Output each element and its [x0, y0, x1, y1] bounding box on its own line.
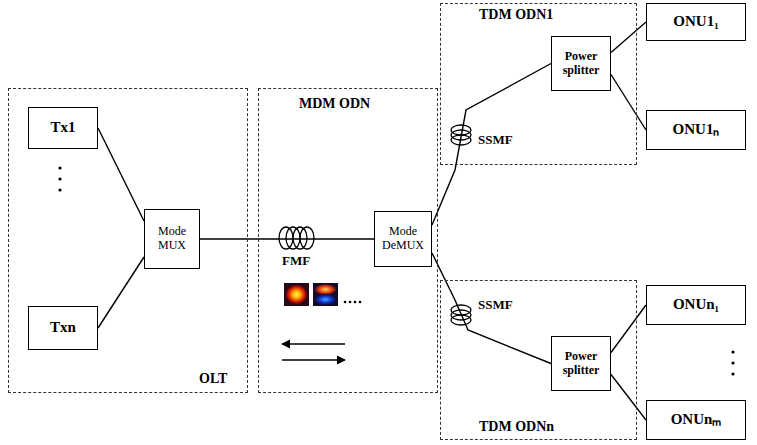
power-splitter-box: Power splitter — [551, 36, 611, 91]
ssmf-coil — [451, 125, 471, 145]
box-label: Txn — [50, 319, 76, 336]
box-label: ONUn₁ — [673, 296, 719, 313]
fiber-label: SSMF — [478, 132, 513, 148]
box-label: Mode MUX — [150, 225, 194, 253]
mode-profile — [284, 283, 309, 306]
onu-box: ONUnₘ — [646, 400, 746, 440]
mdm-odn-group: MDM ODN Mode DeMUX — [258, 88, 438, 393]
vertical-dots — [58, 166, 734, 375]
fiber-link — [611, 75, 646, 131]
box-label: Power splitter — [556, 50, 606, 78]
box-label: ONU1ₙ — [673, 121, 720, 138]
fmf-coil — [279, 227, 314, 249]
box-label: Mode DeMUX — [379, 225, 427, 253]
box-label: Power splitter — [556, 350, 606, 378]
box-label: Tx1 — [50, 119, 75, 136]
downstream-arrow — [282, 343, 345, 344]
fiber-link — [611, 22, 646, 53]
more-modes-dots — [344, 301, 362, 304]
fiber-link — [432, 253, 551, 364]
mode-mux-box: Mode MUX — [144, 209, 200, 269]
transmitter-box: Tx1 — [28, 107, 98, 149]
onu-box: ONU1ₙ — [646, 110, 746, 150]
group-label: TDM ODN1 — [479, 7, 553, 23]
fiber-link — [611, 305, 646, 353]
power-splitter-box: Power splitter — [551, 336, 611, 391]
mode-demux-box: Mode DeMUX — [374, 211, 432, 267]
group-label: TDM ODNn — [479, 419, 554, 435]
fiber-label: FMF — [282, 253, 310, 269]
box-label: ONUnₘ — [671, 411, 722, 428]
transmitter-box: Txn — [28, 306, 98, 350]
onu-box: ONU1₁ — [646, 3, 746, 41]
ssmf-coil — [451, 305, 471, 325]
mode-profile — [313, 283, 338, 306]
group-label: OLT — [199, 371, 227, 387]
fiber-link — [200, 238, 374, 239]
group-label: MDM ODN — [299, 96, 370, 112]
olt-group: OLT Tx1Txn Mode MUX — [8, 88, 248, 393]
tdm-odn-group: TDM ODNn Power splitter — [440, 280, 637, 440]
fiber-link — [611, 375, 646, 421]
box-label: ONU1₁ — [673, 13, 718, 30]
fiber-label: SSMF — [478, 297, 513, 313]
tdm-odn-group: TDM ODN1Power splitter — [440, 3, 637, 165]
fiber-link — [432, 64, 551, 226]
fiber-link — [98, 128, 144, 221]
onu-box: ONUn₁ — [646, 285, 746, 325]
upstream-arrow — [282, 359, 345, 360]
fiber-link — [98, 257, 144, 328]
